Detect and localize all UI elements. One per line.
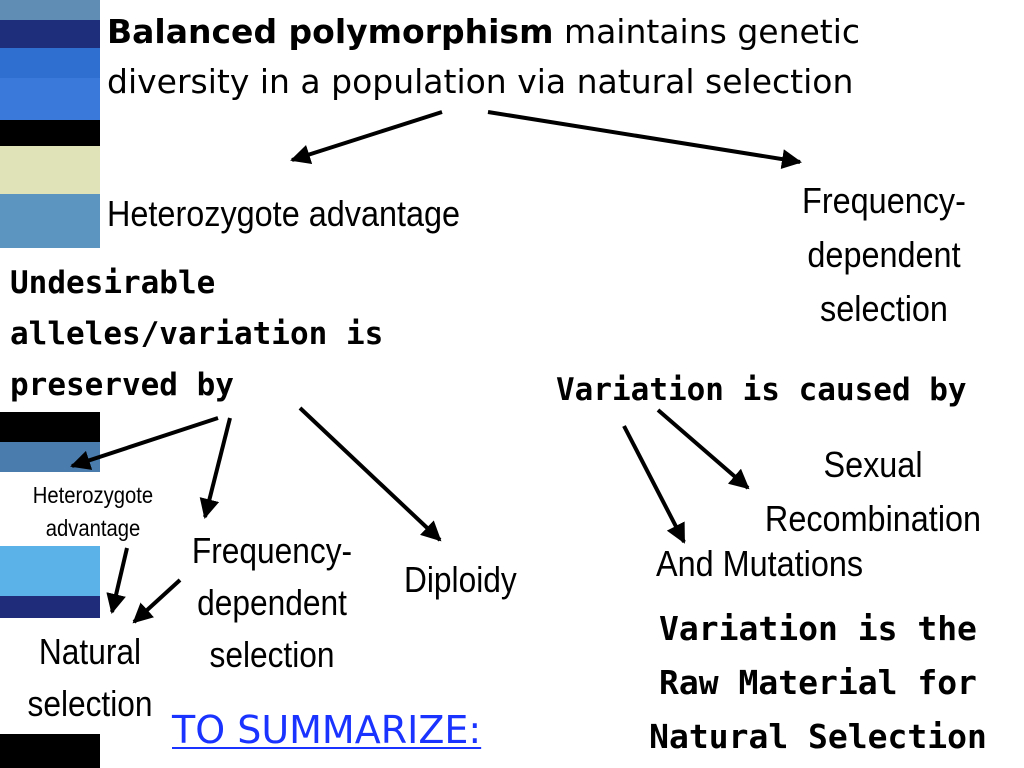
heterozygote-advantage-small-label: Heterozygote advantage — [32, 482, 154, 541]
title-line-1: Balanced polymorphism maintains genetic — [107, 12, 860, 52]
summary-link-wrapper: TO SUMMARIZE: — [172, 706, 481, 754]
to-summarize-link[interactable]: TO SUMMARIZE: — [172, 708, 482, 752]
arrow-to-sexual-recombination — [656, 408, 750, 490]
variation-caused-by-heading: Variation is caused by — [556, 372, 967, 408]
frequency-dependent-label: Frequency- dependent selection — [802, 180, 966, 329]
raw-material-conclusion: Variation is the Raw Material for Natura… — [649, 609, 987, 756]
arrow-to-frequency-dependent — [487, 110, 802, 170]
arrow-to-mutations — [622, 425, 686, 544]
mutations-label: And Mutations — [656, 543, 864, 584]
arrow-to-heterozygote-small — [70, 416, 219, 470]
preserved-by-heading: Undesirable alleles/variation is preserv… — [10, 265, 384, 403]
sexual-recombination-label: Sexual Recombination — [764, 444, 982, 539]
arrow-to-frequency-dependent-left — [199, 417, 232, 519]
arrow-to-heterozygote-advantage — [290, 110, 443, 165]
frequency-dependent-left-label: Frequency- dependent selection — [191, 530, 353, 675]
diploidy-label: Diploidy — [404, 559, 517, 600]
natural-selection-label: Natural selection — [27, 631, 153, 724]
arrow-hetero-to-natural-selection — [106, 547, 129, 614]
heterozygote-advantage-label: Heterozygote advantage — [107, 193, 461, 234]
title-rest: maintains genetic — [553, 12, 861, 51]
title-bold-term: Balanced polymorphism — [107, 12, 554, 51]
arrow-to-diploidy — [298, 406, 442, 542]
arrow-freq-to-natural-selection — [132, 578, 182, 624]
title-line-2: diversity in a population via natural se… — [107, 62, 854, 101]
